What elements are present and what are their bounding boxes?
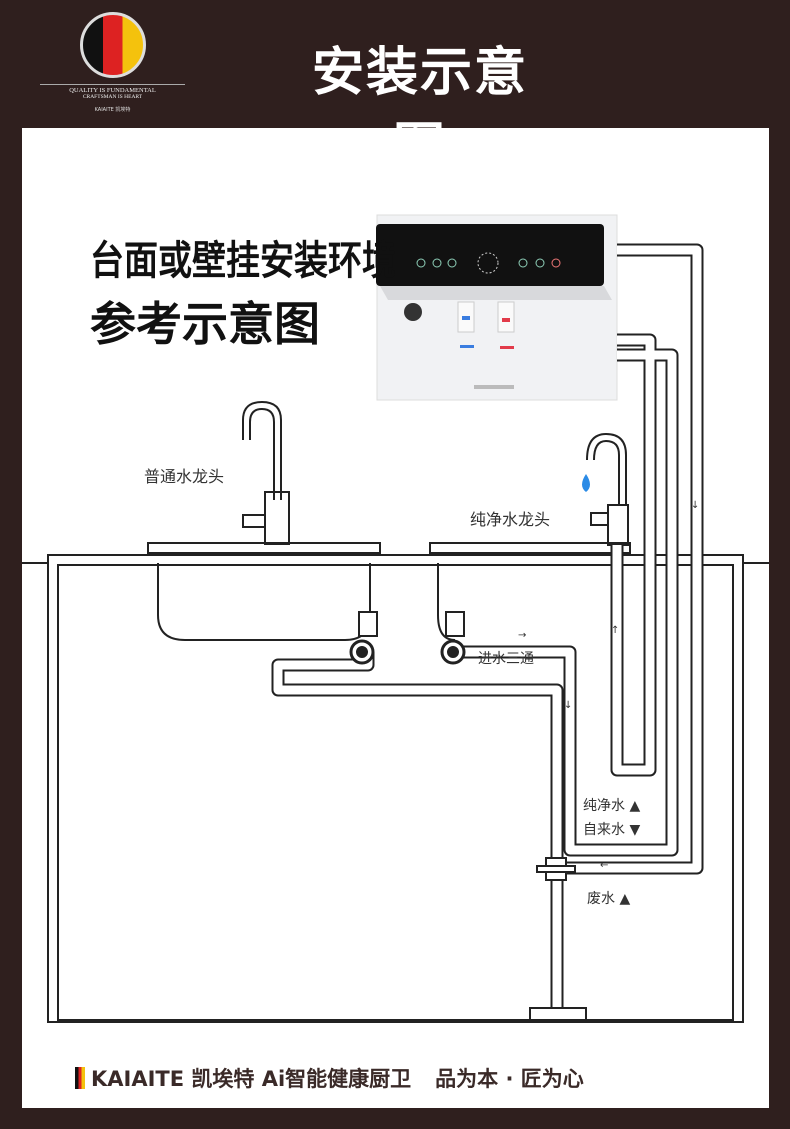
- heading-environment: 台面或壁挂安装环境: [90, 238, 396, 284]
- water-purifier: [376, 214, 618, 401]
- arrow-right-icon: →: [518, 630, 527, 641]
- emblem-icon: [79, 12, 146, 78]
- water-drop-icon: [582, 474, 590, 492]
- arrow-down-icon: ↓: [564, 700, 573, 711]
- label-waste-water: 废水 ▲: [587, 888, 630, 908]
- logo-motto-2: CRAFTSMAN IS HEART: [82, 94, 143, 100]
- logo-brand: KAIAITE 凯埃特: [94, 107, 131, 113]
- cabinet: [22, 542, 769, 1023]
- tap-water-text: 自来水: [583, 822, 625, 838]
- label-pure-water: 纯净水 ▲: [583, 795, 640, 815]
- waste-water-text: 废水: [587, 891, 615, 907]
- arrow-down-icon: ↓: [691, 500, 700, 511]
- label-inlet-tee: 进水三通: [478, 651, 534, 667]
- up-triangle-icon: ▲: [619, 891, 631, 907]
- footer-slogan: 品为本 · 匠为心: [435, 1067, 584, 1091]
- brand-flag-icon: [75, 1067, 85, 1089]
- label-pure-faucet: 纯净水龙头: [470, 510, 551, 529]
- arrow-left-icon: ←: [600, 860, 609, 871]
- pure-water-faucet: [586, 432, 629, 546]
- label-tap-water: 自来水 ▼: [583, 819, 640, 839]
- valves: [349, 611, 466, 665]
- footer: KAIAITE 凯埃特 Ai智能健康厨卫 品为本 · 匠为心: [75, 1063, 584, 1093]
- drain: [529, 857, 587, 1021]
- heading-reference: 参考示意图: [90, 297, 320, 351]
- normal-faucet: [242, 400, 290, 545]
- footer-brand: KAIAITE 凯埃特 Ai智能健康厨卫: [91, 1067, 412, 1091]
- logo-motto-1: QUALITY IS FUNDAMENTAL: [40, 84, 185, 94]
- up-triangle-icon: ▲: [629, 798, 641, 814]
- pipes: [271, 243, 704, 1010]
- brand-logo: QUALITY IS FUNDAMENTAL CRAFTSMAN IS HEAR…: [40, 8, 185, 113]
- arrow-up-icon: ↑: [611, 625, 620, 636]
- pure-water-text: 纯净水: [583, 798, 625, 814]
- down-triangle-icon: ▼: [629, 822, 641, 838]
- label-normal-faucet: 普通水龙头: [144, 467, 225, 486]
